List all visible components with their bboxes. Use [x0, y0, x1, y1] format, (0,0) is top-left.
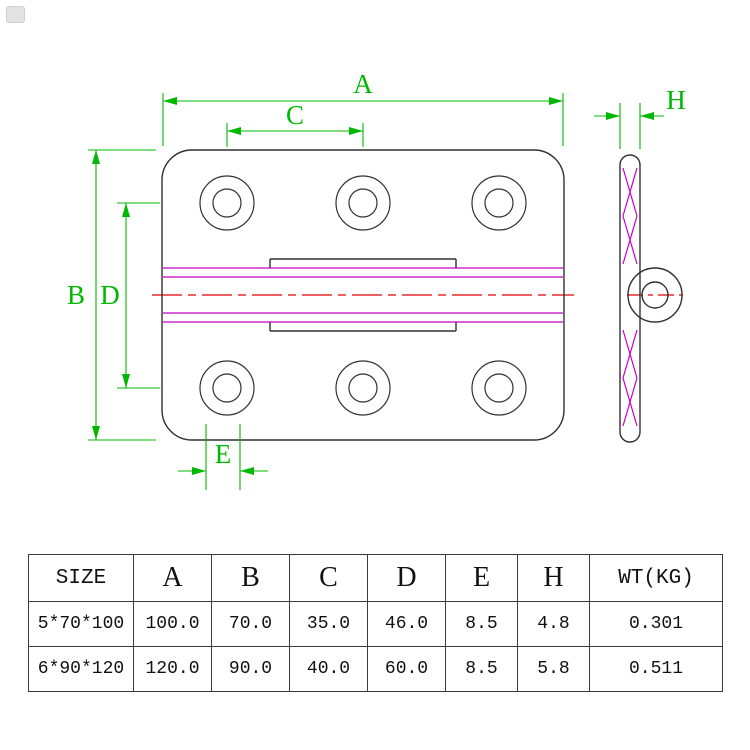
hole-inner — [484, 188, 514, 218]
col-header-b: B — [211, 554, 290, 602]
hole-outer — [335, 360, 391, 416]
hinge-technical-drawing: A C B D E — [67, 69, 686, 490]
cell-a: 100.0 — [133, 601, 212, 647]
screw-holes — [199, 175, 527, 416]
dim-c: C — [226, 100, 364, 147]
cell-h: 4.8 — [517, 601, 590, 647]
cell-e: 8.5 — [445, 601, 518, 647]
knuckle-pin-hole — [641, 281, 669, 309]
cell-e: 8.5 — [445, 646, 518, 692]
cell-c: 35.0 — [289, 601, 368, 647]
hole-outer — [471, 175, 527, 231]
leaf-outline — [161, 149, 565, 441]
front-view — [152, 149, 574, 441]
hole-inner — [212, 188, 242, 218]
col-header-h: H — [517, 554, 590, 602]
dim-label-h: H — [666, 85, 686, 115]
cell-b: 70.0 — [211, 601, 290, 647]
knuckle-outer-circle — [627, 267, 683, 323]
hole-outer — [471, 360, 527, 416]
cell-b: 90.0 — [211, 646, 290, 692]
header-row: SIZE A B C D E H WT(KG) — [28, 554, 723, 602]
hole-outer — [335, 175, 391, 231]
dim-label-c: C — [286, 100, 304, 130]
cell-a: 120.0 — [133, 646, 212, 692]
hole-inner — [484, 373, 514, 403]
col-header-d: D — [367, 554, 446, 602]
cell-c: 40.0 — [289, 646, 368, 692]
dim-b: B — [67, 149, 156, 441]
dimension-annotations: A C B D E — [67, 69, 686, 490]
hinge-leaf-outline — [161, 149, 565, 441]
hole-outer — [199, 175, 255, 231]
hole-inner — [348, 188, 378, 218]
side-hatch-lines — [622, 167, 638, 427]
dim-label-d: D — [100, 280, 120, 310]
dim-h: H — [594, 85, 686, 149]
table-row-size-1: 5*70*100 100.0 70.0 35.0 46.0 8.5 4.8 0.… — [28, 601, 723, 647]
dim-e: E — [178, 424, 268, 490]
hole-inner — [348, 373, 378, 403]
dim-label-e: E — [215, 439, 232, 469]
col-header-c: C — [289, 554, 368, 602]
dim-a: A — [162, 69, 564, 146]
hole-inner — [212, 373, 242, 403]
dim-d: D — [100, 202, 160, 389]
col-header-wt: WT(KG) — [589, 554, 723, 602]
phantom-lines — [163, 267, 563, 323]
cell-d: 46.0 — [367, 601, 446, 647]
size-spec-table: SIZE A B C D E H WT(KG) 5*70*100 100.0 7… — [28, 554, 723, 692]
cell-wt: 0.301 — [589, 601, 723, 647]
side-plate — [619, 154, 641, 443]
cell-d: 60.0 — [367, 646, 446, 692]
cell-size: 6*90*120 — [28, 646, 134, 692]
col-header-size: SIZE — [28, 554, 134, 602]
cell-h: 5.8 — [517, 646, 590, 692]
hole-outer — [199, 360, 255, 416]
corner-watermark-icon — [6, 6, 25, 23]
dim-label-b: B — [67, 280, 85, 310]
col-header-a: A — [133, 554, 212, 602]
side-plate-outline — [619, 154, 683, 443]
dim-label-a: A — [353, 69, 373, 99]
table-row-size-2: 6*90*120 120.0 90.0 40.0 60.0 8.5 5.8 0.… — [28, 646, 723, 692]
cell-wt: 0.511 — [589, 646, 723, 692]
side-view — [619, 154, 683, 443]
cell-size: 5*70*100 — [28, 601, 134, 647]
col-header-e: E — [445, 554, 518, 602]
